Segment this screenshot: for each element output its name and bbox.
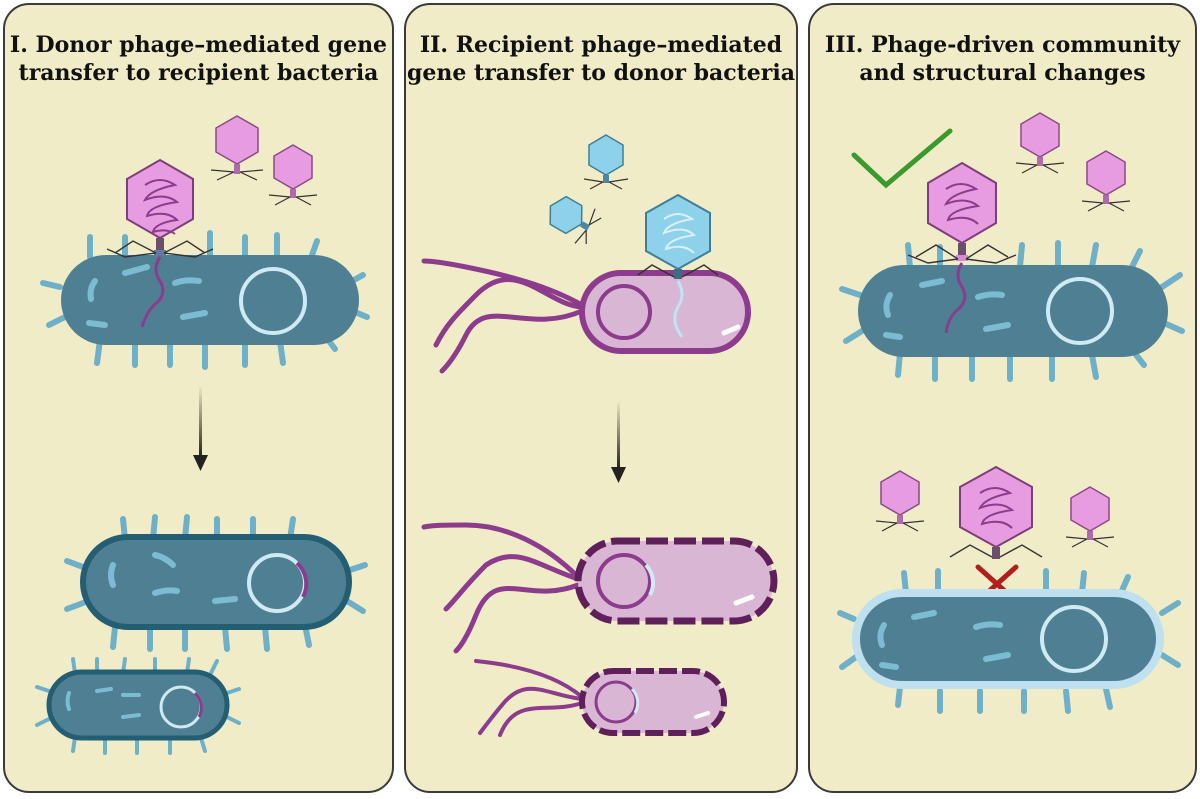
panel-1-illustration bbox=[35, 115, 370, 755]
donor-phage-small bbox=[1065, 486, 1115, 548]
panel-3-title: III. Phage-driven community and structur… bbox=[824, 32, 1181, 86]
panel-3-illustration bbox=[837, 112, 1185, 714]
donor-bacterium-transduced bbox=[421, 522, 778, 654]
donor-phage-small bbox=[1081, 150, 1131, 212]
down-arrow-icon bbox=[611, 400, 626, 483]
panel-recipient-phage-transfer: II. Recipient phage–mediated gene transf… bbox=[404, 3, 798, 793]
recipient-phage-small bbox=[583, 134, 629, 190]
panel-donor-phage-transfer: I. Donor phage–mediated gene transfer to… bbox=[3, 3, 394, 793]
panel-1-title: I. Donor phage–mediated gene transfer to… bbox=[9, 32, 388, 86]
recipient-bacterium-transduced bbox=[35, 657, 241, 755]
resistant-bacterium bbox=[837, 568, 1181, 714]
donor-phage-small bbox=[1015, 112, 1065, 174]
donor-phage-small bbox=[875, 470, 925, 532]
recipient-phage-small bbox=[549, 195, 602, 244]
panel-community-structural-changes: III. Phage-driven community and structur… bbox=[808, 3, 1197, 793]
down-arrow-icon bbox=[193, 385, 208, 471]
panel-2-title: II. Recipient phage–mediated gene transf… bbox=[407, 32, 795, 86]
recipient-bacterium-transduced bbox=[64, 514, 368, 652]
donor-bacterium-transduced bbox=[474, 659, 727, 737]
donor-phage-injecting bbox=[106, 158, 214, 328]
panel-2-illustration bbox=[421, 134, 778, 737]
check-icon bbox=[851, 128, 953, 189]
recipient-bacterium bbox=[40, 230, 370, 370]
susceptible-bacterium bbox=[839, 240, 1185, 382]
donor-phage-small bbox=[268, 144, 318, 206]
recipient-phage-injecting bbox=[637, 193, 719, 338]
donor-phage-blocked bbox=[949, 465, 1043, 559]
donor-phage-small bbox=[210, 115, 264, 181]
donor-bacterium bbox=[421, 258, 751, 374]
donor-phage-injecting bbox=[907, 161, 1017, 334]
